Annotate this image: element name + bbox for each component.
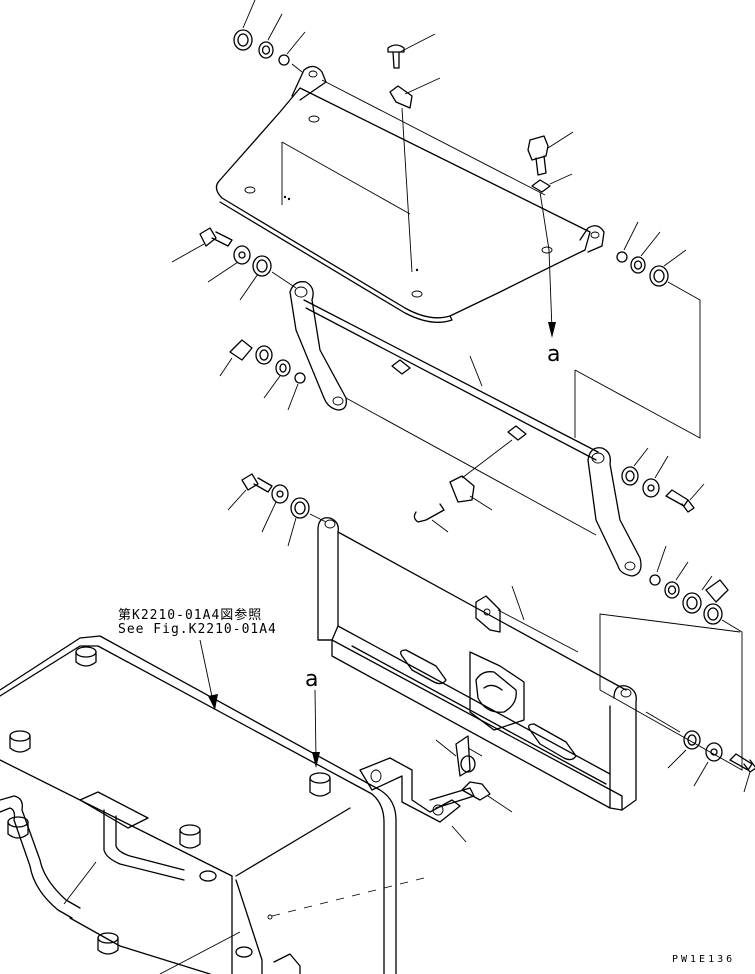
top-left-washer-stack: [233, 0, 546, 196]
middle-left-washers: [219, 339, 306, 411]
top-screw-and-clip: [387, 33, 441, 273]
callout-label-a-top: a: [547, 342, 561, 367]
lower-right-hardware-stack: [599, 545, 743, 771]
middle-hinge-bar: [289, 281, 642, 577]
top-right-bolt-washer: [527, 131, 574, 251]
drawing-code: PW1E136: [672, 954, 736, 965]
arrow-a-bottom: [267, 689, 425, 920]
middle-right-hardware: [621, 447, 705, 513]
small-bracket-and-bolt: [359, 735, 513, 843]
middle-clip-and-screw: [413, 439, 513, 533]
reference-note-english: See Fig.K2210-01A4: [118, 622, 277, 637]
left-bolt-stack: [171, 227, 297, 301]
reference-note-japanese: 第K2210-01A4図参照: [118, 608, 263, 623]
top-cover-plate: [215, 65, 605, 323]
top-right-washer-stack: [574, 221, 701, 439]
callout-label-a-bottom: a: [305, 667, 319, 692]
housing-boss: [7, 646, 331, 958]
reference-leader: [199, 639, 218, 710]
box-right-bolt-washers: [645, 711, 755, 793]
arrow-a-top: [548, 249, 556, 338]
storage-box: [317, 517, 637, 811]
lower-left-bolt-washers: [227, 473, 327, 547]
bottom-housing: [0, 635, 397, 974]
